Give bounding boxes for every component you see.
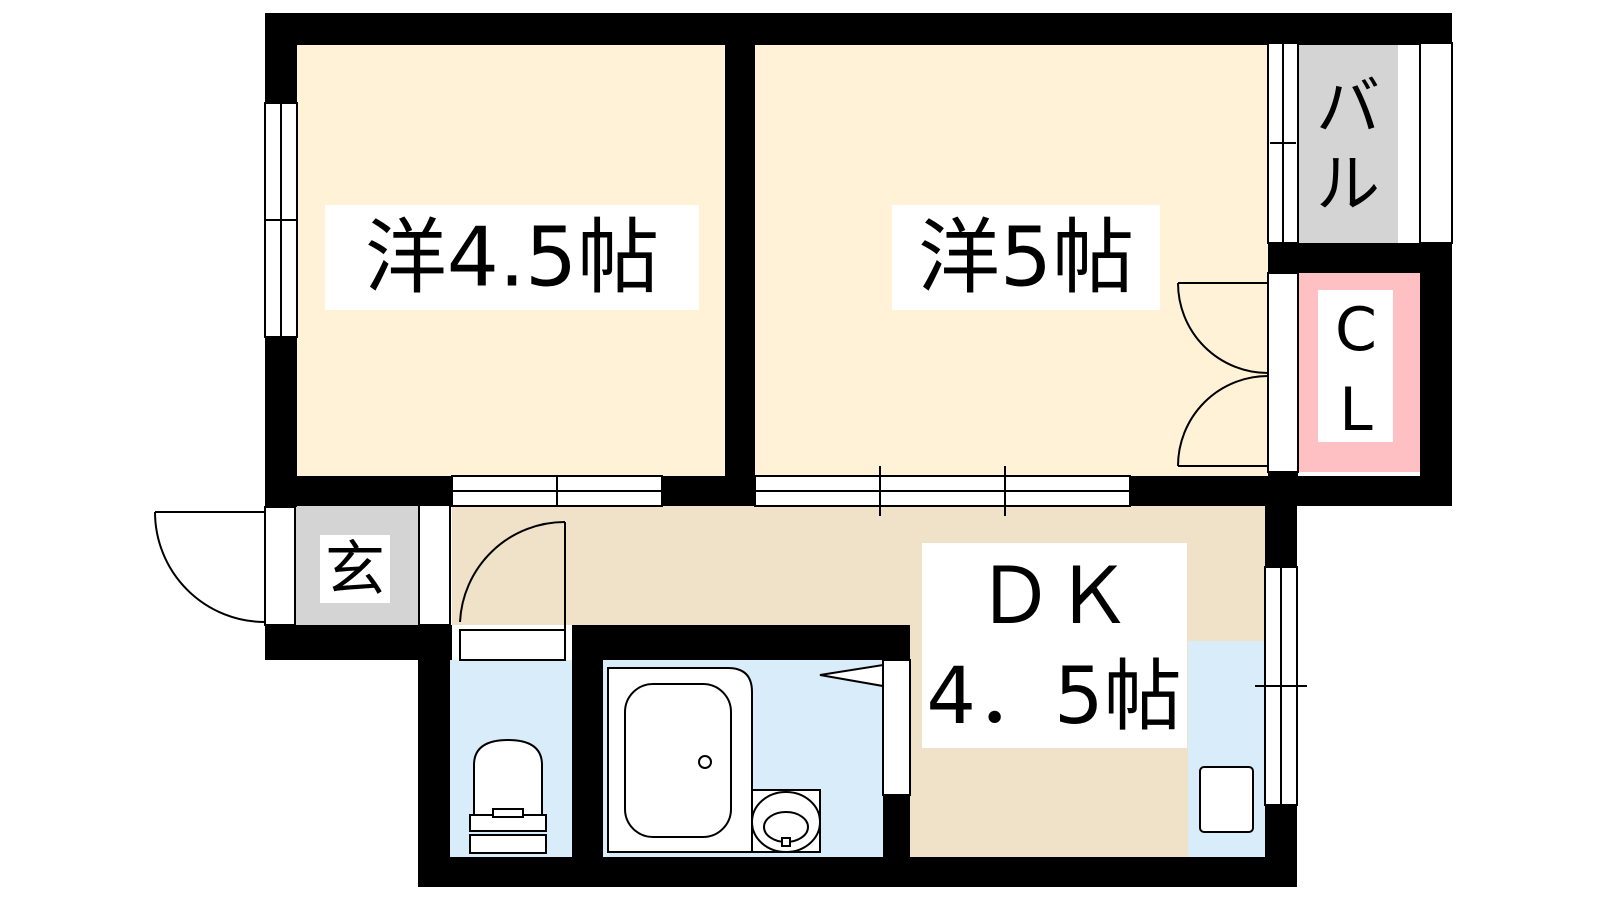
room-balcony-floor bbox=[1298, 43, 1398, 243]
room-label-entrance: 玄 bbox=[325, 535, 385, 605]
closet-inner-panel bbox=[1318, 290, 1393, 442]
room-label-balcony-char-1: バ bbox=[1316, 71, 1380, 145]
kitchen-sink bbox=[1199, 766, 1254, 833]
room-label-dk-line-1: ＤＫ bbox=[976, 552, 1132, 642]
room-label-balcony-char-2: ル bbox=[1316, 148, 1380, 222]
label-bg-western-2 bbox=[892, 205, 1160, 310]
washbasin bbox=[751, 789, 821, 853]
label-bg-entrance bbox=[320, 535, 390, 603]
room-label-closet-char-1: C bbox=[1335, 295, 1377, 365]
room-label-western-2: 洋5帖 bbox=[918, 211, 1134, 306]
toilet-fixture bbox=[469, 738, 547, 854]
shower-head bbox=[819, 663, 884, 688]
doors bbox=[154, 282, 1269, 661]
windows bbox=[264, 42, 1453, 806]
label-bg-dk bbox=[922, 543, 1187, 748]
walls bbox=[265, 13, 1452, 887]
label-bg-western-1 bbox=[325, 205, 699, 310]
room-label-western-1: 洋4.5帖 bbox=[365, 211, 659, 306]
room-label-closet-char-2: L bbox=[1339, 375, 1373, 445]
bathtub bbox=[607, 667, 753, 853]
room-label-dk-line-2: 4．5帖 bbox=[926, 652, 1181, 742]
